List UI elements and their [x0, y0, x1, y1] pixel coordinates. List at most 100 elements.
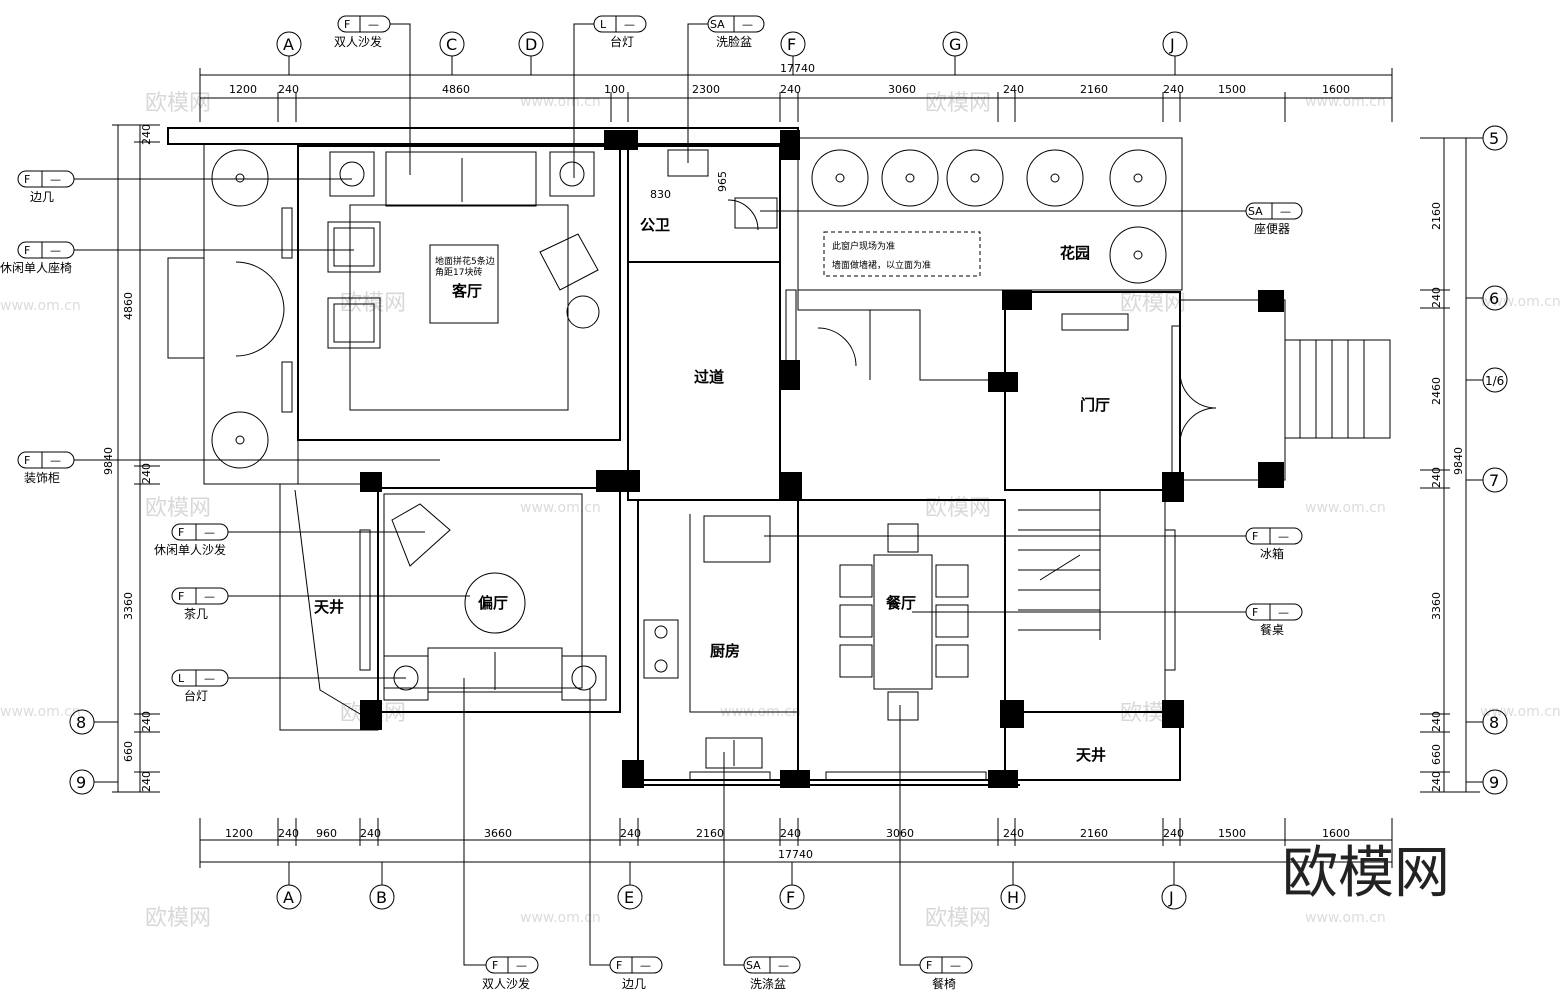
dim: 240: [278, 827, 299, 840]
svg-text:6: 6: [1489, 289, 1499, 308]
dim: 240: [140, 771, 153, 792]
axis-bubble: 8: [1466, 709, 1508, 735]
svg-text:F: F: [1252, 530, 1258, 543]
axis-bubble: C: [439, 31, 465, 75]
sofa-icon: [427, 647, 563, 693]
svg-text:—: —: [50, 244, 61, 257]
dim: 660: [1430, 744, 1443, 765]
room-dim: 830: [650, 188, 671, 201]
dim: 1200: [229, 83, 257, 96]
room-label-living: 客厅: [451, 282, 482, 300]
watermark-layer: 欧模网 欧模网 欧模网 欧模网 欧模网 欧模网 欧模网 欧模网 欧模网 欧模网 …: [0, 91, 1561, 931]
cabinet-icon: [1061, 313, 1129, 331]
svg-text:J: J: [1169, 35, 1175, 54]
dim: 3360: [122, 592, 135, 620]
right-dimensions: 2160 240 2460 9840 240 3360 240 660 240: [1420, 137, 1480, 793]
watermark-url: www.om.cn: [520, 910, 601, 926]
svg-text:5: 5: [1489, 129, 1499, 148]
room-label-corridor: 过道: [694, 368, 724, 386]
svg-text:—: —: [778, 959, 789, 972]
floor-note: 角距17块砖: [435, 266, 482, 278]
axis-bubble: F: [780, 31, 806, 75]
room-label-courtyard-right: 天井: [1076, 746, 1106, 764]
dim: 240: [1430, 287, 1443, 308]
top-axis-bubbles: A C D F G J: [276, 31, 1188, 75]
dim: 240: [360, 827, 381, 840]
svg-text:1/6: 1/6: [1485, 374, 1504, 388]
svg-text:—: —: [50, 173, 61, 186]
dim: 4860: [442, 83, 470, 96]
svg-text:D: D: [525, 35, 537, 54]
door-swing: [235, 199, 1217, 445]
svg-text:—: —: [368, 18, 379, 31]
decorative-cabinet-icon: [167, 257, 205, 359]
svg-text:—: —: [1278, 606, 1289, 619]
dim: 240: [1430, 467, 1443, 488]
dim: 4860: [122, 292, 135, 320]
tag-double-sofa-bottom: F— 双人沙发: [463, 678, 539, 991]
bottom-axis-bubbles: A B E F H J: [276, 862, 1187, 910]
dim: 240: [620, 827, 641, 840]
sink-icon: [705, 737, 763, 769]
dim: 960: [316, 827, 337, 840]
note-box: [823, 231, 981, 277]
left-dimensions: 240 4860 240 9840 3360 240 660 240: [102, 124, 160, 793]
axis-bubble: J: [1162, 31, 1188, 75]
svg-text:餐桌: 餐桌: [1260, 622, 1284, 637]
dim: 240: [1430, 771, 1443, 792]
svg-text:餐椅: 餐椅: [932, 976, 956, 991]
building-walls: [167, 127, 1391, 788]
lamp-icon: [329, 151, 607, 701]
watermark-url: www.om.cn: [1305, 910, 1386, 926]
room-dim: 965: [716, 171, 729, 192]
dim: 240: [1003, 827, 1024, 840]
axis-bubble: 6: [1466, 285, 1508, 311]
left-axis-bubbles: 8 9: [69, 709, 118, 795]
svg-text:—: —: [624, 18, 635, 31]
svg-text:SA: SA: [710, 18, 725, 31]
tag-lounge-sofa: F— 休闲单人沙发: [154, 523, 425, 557]
dim: 3360: [1430, 592, 1443, 620]
svg-text:冰箱: 冰箱: [1260, 546, 1284, 561]
svg-text:—: —: [204, 526, 215, 539]
watermark: 欧模网: [925, 91, 991, 116]
svg-text:E: E: [624, 888, 634, 907]
svg-text:—: —: [516, 959, 527, 972]
svg-text:F: F: [492, 959, 498, 972]
tag-lamp-top: L— 台灯: [573, 15, 647, 178]
svg-text:7: 7: [1489, 471, 1499, 490]
dim: 1500: [1218, 827, 1246, 840]
watermark-url: www.om.cn: [1480, 294, 1561, 310]
watermark: 欧模网: [145, 91, 211, 116]
watermark-url: www.om.cn: [1480, 704, 1561, 720]
dim: 2160: [1430, 202, 1443, 230]
svg-text:—: —: [950, 959, 961, 972]
svg-text:B: B: [376, 888, 387, 907]
watermark: 欧模网: [925, 906, 991, 931]
room-label-garden: 花园: [1060, 244, 1090, 262]
svg-text:座便器: 座便器: [1254, 221, 1290, 236]
furniture: [167, 149, 1217, 769]
svg-text:F: F: [24, 454, 30, 467]
axis-bubble: G: [942, 31, 968, 75]
dining-chair-icon: [839, 523, 969, 721]
svg-text:装饰柜: 装饰柜: [24, 471, 60, 485]
svg-text:休闲单人沙发: 休闲单人沙发: [154, 542, 226, 557]
svg-text:—: —: [204, 590, 215, 603]
dim: 1500: [1218, 83, 1246, 96]
dim: 9840: [1452, 447, 1465, 475]
tag-side-table-bottom: F— 边几: [589, 688, 663, 991]
dim: 240: [140, 124, 153, 145]
svg-text:边几: 边几: [30, 190, 54, 204]
axis-bubble: A: [276, 862, 302, 910]
watermark: 欧模网: [145, 496, 211, 521]
axis-bubble: 5: [1466, 125, 1508, 151]
dim: 1600: [1322, 83, 1350, 96]
dim: 2160: [1080, 83, 1108, 96]
svg-text:8: 8: [1489, 713, 1499, 732]
tag-sink-bottom: SA— 洗涤盆: [723, 752, 801, 991]
watermark-url: www.om.cn: [0, 704, 81, 720]
tag-coffee-table: F— 茶几: [171, 587, 470, 621]
dim: 2160: [1080, 827, 1108, 840]
